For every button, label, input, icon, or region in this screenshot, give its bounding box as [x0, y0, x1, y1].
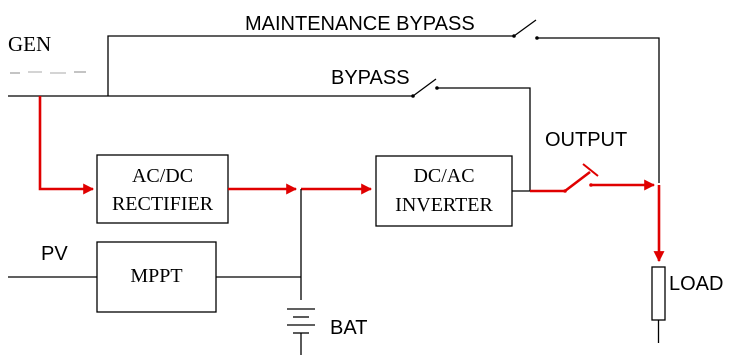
rectifier-label-line1: AC/DC [132, 165, 193, 187]
inverter-label-line2: INVERTER [395, 194, 493, 216]
mppt-block [96, 241, 217, 313]
maintenance-bypass-label: MAINTENANCE BYPASS [245, 13, 475, 35]
gen-label: GEN [8, 32, 51, 56]
gen-to-rectifier-arrow [38, 96, 95, 195]
bypass-path [411, 78, 531, 191]
load-resistor [651, 266, 666, 321]
bat-label: BAT [330, 317, 367, 339]
load-label: LOAD [669, 273, 723, 295]
gen-smudge [10, 71, 86, 74]
pv-label: PV [41, 243, 68, 265]
maintenance-bypass-path [107, 19, 660, 183]
bypass-label: BYPASS [331, 67, 410, 89]
battery-symbol [287, 308, 315, 355]
inverter-label-line1: DC/AC [413, 165, 474, 187]
rectifier-label-line2: RECTIFIER [112, 193, 214, 215]
inverter-block [375, 155, 513, 227]
output-label: OUTPUT [545, 129, 627, 151]
mppt-label: MPPT [130, 265, 182, 287]
output-switch [563, 163, 599, 193]
